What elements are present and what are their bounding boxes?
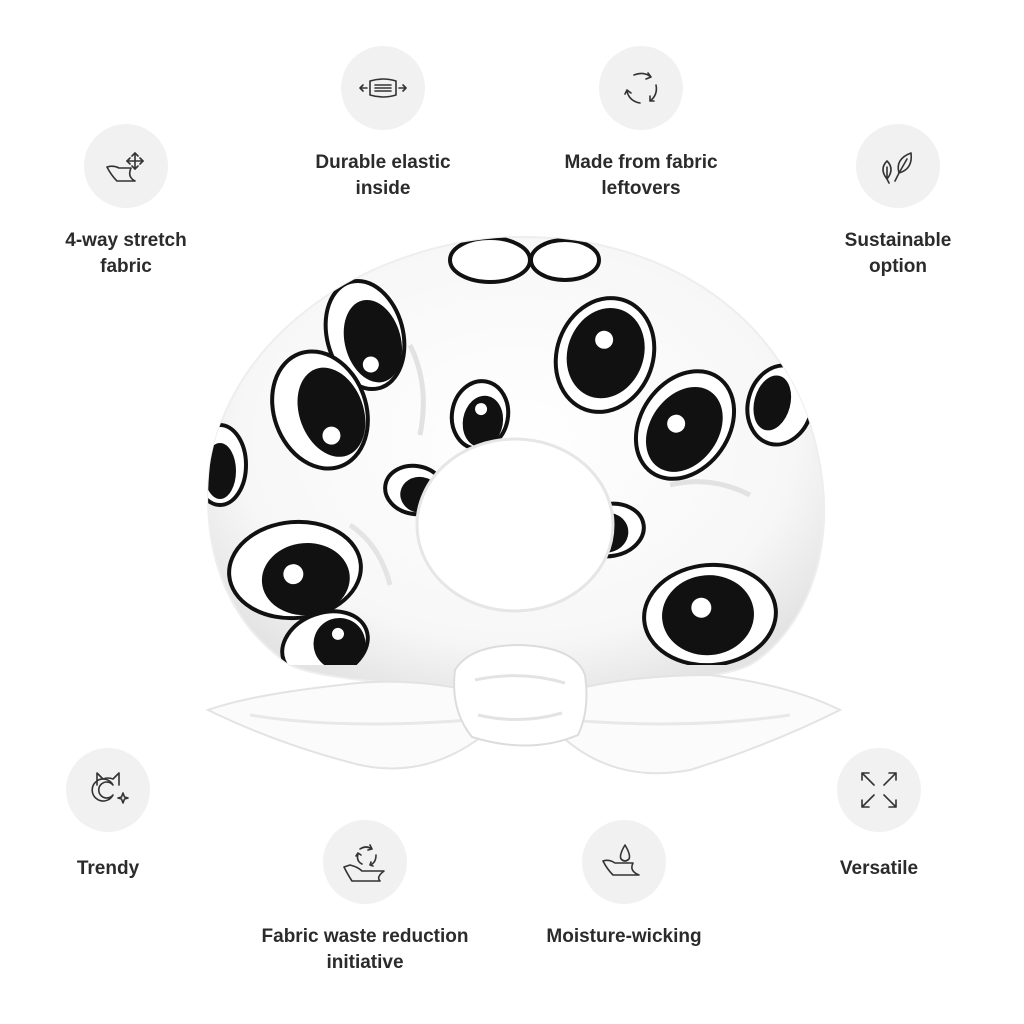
cartoon-eye — [270, 349, 370, 471]
feature-label: 4-way stretch fabric — [65, 230, 187, 277]
feature-label: Moisture-wicking — [546, 926, 702, 947]
bow-knot — [453, 643, 588, 747]
cartoon-eye — [323, 278, 407, 392]
feature-sustainable: Sustainable option — [768, 124, 1024, 280]
leaves-icon — [882, 152, 913, 184]
expand-arrows-icon — [861, 772, 897, 808]
cat-moon-sparkle-icon — [91, 772, 129, 804]
feature-fabric-leftovers: Made from fabric leftovers — [511, 46, 771, 202]
feature-icon-circle — [341, 46, 425, 130]
feature-icon-circle — [66, 748, 150, 832]
feature-durable-elastic: Durable elastic inside — [253, 46, 513, 202]
elastic-band-icon — [359, 78, 407, 98]
stretch-fabric-icon — [106, 152, 144, 182]
feature-icon-circle — [599, 46, 683, 130]
cartoon-eye — [280, 609, 370, 665]
feature-moisture-wicking: Moisture-wicking — [494, 820, 754, 950]
feature-icon-circle — [856, 124, 940, 208]
water-drop-fabric-icon — [602, 844, 640, 876]
feature-fabric-waste-reduction: Fabric waste reduction initiative — [235, 820, 495, 976]
feature-label: Sustainable option — [844, 230, 952, 277]
cartoon-eye — [448, 236, 532, 284]
cartoon-eye — [553, 296, 657, 414]
cartoon-eye — [208, 423, 248, 507]
cartoon-eye — [642, 562, 778, 665]
feature-label: Versatile — [839, 858, 919, 879]
scrunchie-product-image — [205, 235, 843, 775]
scrunchie-center-hole — [415, 437, 615, 613]
fabric-recycle-icon — [343, 844, 385, 882]
feature-4-way-stretch: 4-way stretch fabric — [0, 124, 256, 280]
feature-icon-circle — [323, 820, 407, 904]
feature-label: Durable elastic inside — [315, 152, 451, 199]
cartoon-eye — [227, 519, 363, 621]
feature-icon-circle — [582, 820, 666, 904]
feature-icon-circle — [84, 124, 168, 208]
feature-icon-circle — [837, 748, 921, 832]
cartoon-eye — [449, 379, 511, 451]
feature-label: Fabric waste reduction initiative — [261, 926, 469, 973]
recycle-arrows-icon — [624, 72, 658, 104]
feature-trendy: Trendy — [0, 748, 238, 882]
feature-label: Made from fabric leftovers — [564, 152, 718, 199]
feature-label: Trendy — [76, 858, 140, 879]
cartoon-eye — [633, 369, 737, 481]
feature-versatile: Versatile — [749, 748, 1009, 882]
cartoon-eye — [529, 238, 601, 282]
